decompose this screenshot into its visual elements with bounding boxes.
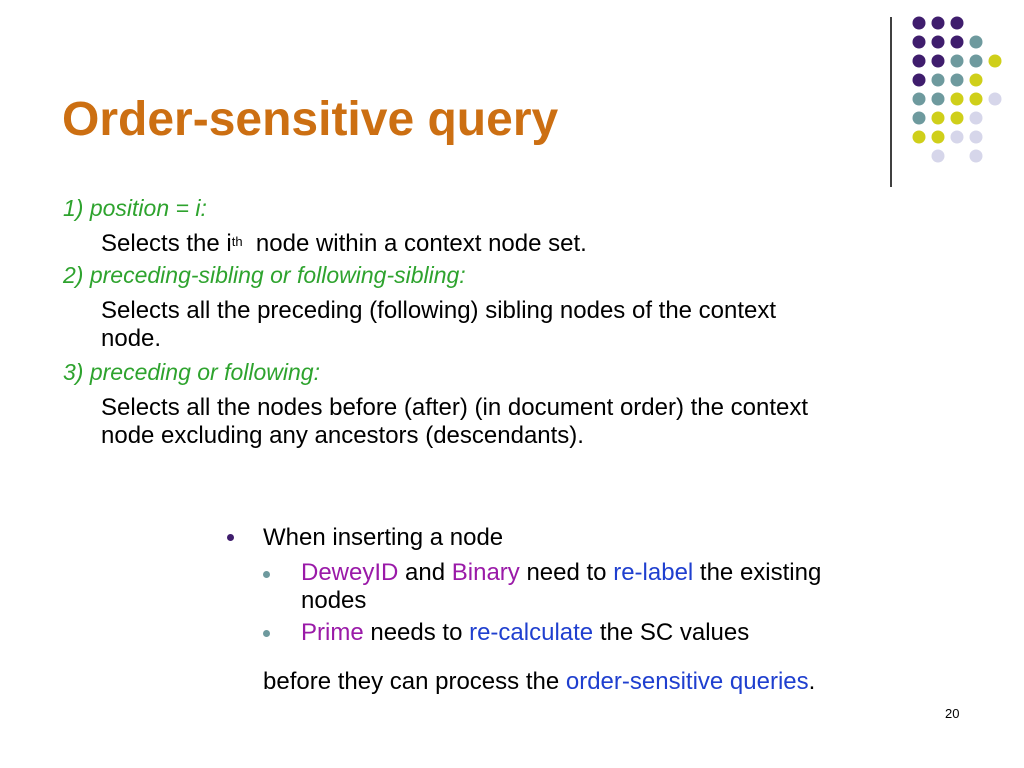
decorative-dot (931, 92, 945, 106)
decorative-dot (931, 111, 945, 125)
desc-line: node. (101, 325, 162, 352)
sub-bullet-2: Prime needs to re-calculate the SC value… (301, 619, 749, 647)
item-description: Selects all the preceding (following) si… (101, 297, 776, 353)
decorative-dot (912, 35, 926, 49)
decorative-dot (969, 73, 983, 87)
decorative-dot (931, 73, 945, 87)
highlight-order-sensitive-queries: order-sensitive queries (565, 668, 809, 695)
decorative-dot (912, 130, 926, 144)
decorative-dot (931, 149, 945, 163)
item-heading: 2) preceding-sibling or following-siblin… (63, 262, 466, 288)
desc-text: node within a context node set. (242, 230, 587, 257)
decorative-dot (950, 130, 964, 144)
item-description: Selects all the nodes before (after) (in… (101, 394, 808, 450)
item-heading: 3) preceding or following: (63, 359, 320, 385)
decorative-dot (950, 92, 964, 106)
text: need to (519, 559, 614, 586)
item-description: Selects the ith node within a context no… (101, 230, 587, 258)
desc-text: Selects the i (101, 230, 232, 257)
text: . (808, 668, 816, 695)
text: the SC values (593, 619, 750, 646)
decorative-dot (931, 16, 945, 30)
decorative-dot (969, 92, 983, 106)
text: the existing (693, 559, 822, 586)
desc-line: Selects all the preceding (following) si… (101, 297, 777, 324)
decorative-dot (950, 111, 964, 125)
desc-line: Selects all the nodes before (after) (in… (101, 394, 809, 421)
action-recalculate: re-calculate (469, 619, 594, 646)
text: and (398, 559, 452, 586)
decorative-dot (912, 73, 926, 87)
decorative-dot (912, 92, 926, 106)
decorative-dot (969, 54, 983, 68)
decorative-dot (931, 54, 945, 68)
slide-title: Order-sensitive query (62, 93, 559, 146)
decorative-dot (950, 35, 964, 49)
sub-bullet-icon (263, 571, 270, 578)
term-prime: Prime (301, 619, 364, 646)
decorative-dot (969, 111, 983, 125)
decorative-dot (912, 16, 926, 30)
decorative-dot (969, 35, 983, 49)
desc-superscript: th (231, 234, 243, 249)
bullet-main: When inserting a node (263, 524, 504, 551)
page-number: 20 (945, 706, 960, 721)
bullet-icon (227, 534, 234, 541)
decorative-dot (950, 16, 964, 30)
text: before they can process the (263, 668, 566, 695)
decorative-dot (969, 149, 983, 163)
decorative-dot-grid (912, 16, 1002, 163)
sub-bullet-icon (263, 630, 270, 637)
text-line: nodes (301, 587, 367, 614)
decorative-dot (950, 54, 964, 68)
decorative-dot (950, 73, 964, 87)
action-relabel: re-label (613, 559, 694, 586)
decorative-dot (931, 35, 945, 49)
term-binary: Binary (451, 559, 520, 586)
text: needs to (363, 619, 470, 646)
sub-bullet-1: DeweyID and Binary need to re-label the … (301, 559, 821, 615)
decorative-divider (890, 17, 892, 187)
desc-line: node excluding any ancestors (descendant… (101, 422, 584, 449)
conclusion: before they can process the order-sensit… (263, 668, 815, 696)
item-heading: 1) position = i: (63, 195, 207, 221)
decorative-dot (931, 130, 945, 144)
decorative-dot (988, 54, 1002, 68)
decorative-dot (969, 130, 983, 144)
decorative-dot (988, 92, 1002, 106)
term-deweyid: DeweyID (301, 559, 399, 586)
decorative-dot (912, 54, 926, 68)
decorative-dot (912, 111, 926, 125)
